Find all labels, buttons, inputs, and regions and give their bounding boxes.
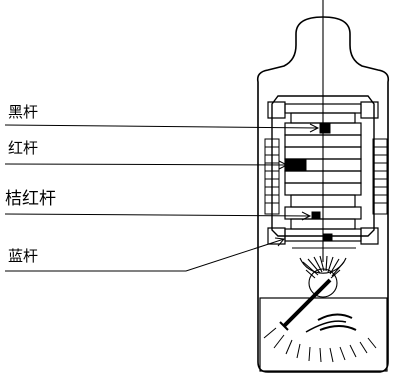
blue-rod-marker <box>323 233 333 242</box>
dial-gear <box>299 255 347 298</box>
needle-tip <box>279 321 289 331</box>
gauge-window <box>259 297 388 372</box>
black-rod-arrow <box>309 123 320 133</box>
gauge-scale <box>263 313 377 363</box>
orange-red-rod-arrow <box>301 211 312 221</box>
red-rod-leader <box>4 163 288 166</box>
blue-rod-arrow <box>274 237 285 247</box>
upper-right-bracket <box>360 101 379 119</box>
label-black-rod: 黑杆 <box>8 103 39 121</box>
housing-outline <box>256 16 390 373</box>
lower-right-bracket <box>360 227 379 245</box>
blue-rod-leader <box>5 238 285 272</box>
label-red-rod: 红杆 <box>8 139 39 157</box>
upper-left-bracket <box>267 101 286 119</box>
left-grille <box>264 138 280 215</box>
label-blue-rod: 蓝杆 <box>8 247 39 265</box>
red-rod-marker <box>285 159 307 171</box>
gauge-needle <box>282 278 332 328</box>
lower-left-bracket <box>267 227 286 245</box>
red-rod-arrow <box>278 160 289 170</box>
orange-red-rod-marker <box>311 211 321 220</box>
inner-chamber <box>271 95 375 237</box>
black-rod-marker <box>319 123 331 134</box>
right-grille <box>372 138 388 215</box>
orange-red-rod-leader <box>4 213 311 217</box>
label-orange-red-rod: 桔红杆 <box>5 189 56 209</box>
black-rod-leader <box>4 124 319 129</box>
